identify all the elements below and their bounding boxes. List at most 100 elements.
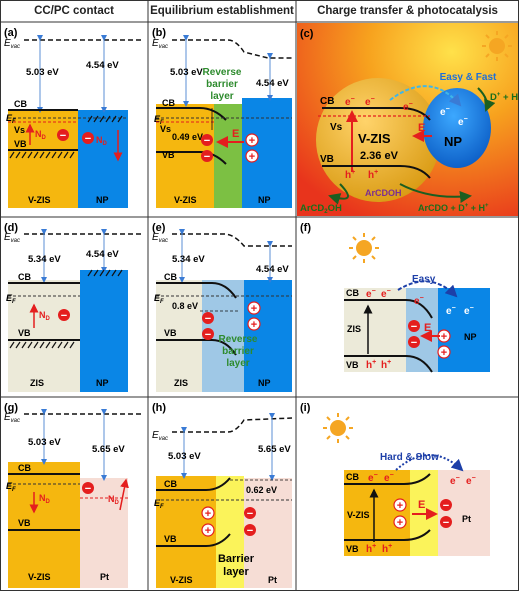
- svg-text:NP: NP: [96, 378, 109, 388]
- panel-a-wf-left: 5.03 eV: [26, 67, 59, 78]
- svg-text:−: −: [247, 508, 253, 520]
- svg-text:+: +: [397, 517, 403, 529]
- svg-text:layer: layer: [223, 566, 249, 578]
- svg-text:Pt: Pt: [100, 572, 109, 582]
- svg-text:ZIS: ZIS: [174, 378, 188, 388]
- svg-text:VB: VB: [346, 544, 359, 554]
- svg-text:layer: layer: [210, 91, 233, 102]
- svg-text:D+ + H: D+ + H: [490, 92, 518, 103]
- svg-text:5.03 eV: 5.03 eV: [168, 451, 201, 462]
- svg-text:e−: e−: [345, 96, 355, 108]
- svg-text:(g): (g): [4, 402, 18, 414]
- svg-text:Evac: Evac: [152, 38, 168, 50]
- svg-text:e−: e−: [464, 305, 474, 317]
- panel-a: (a) Evac 5.03 eV 4.54 eV CB EF Vs VB ND …: [4, 27, 144, 208]
- svg-text:NP: NP: [96, 195, 109, 205]
- svg-text:V-ZIS: V-ZIS: [170, 575, 193, 585]
- svg-text:5.34 eV: 5.34 eV: [172, 254, 205, 265]
- svg-text:Evac: Evac: [152, 430, 168, 442]
- svg-text:+: +: [397, 500, 403, 512]
- svg-text:e−: e−: [446, 305, 456, 317]
- svg-text:V-ZIS: V-ZIS: [28, 195, 51, 205]
- svg-text:e−: e−: [381, 288, 391, 300]
- panel-h: (h) Evac 5.03 eV 5.65 eV CB EF 0.62 eV V…: [152, 402, 293, 588]
- svg-text:Easy & Fast: Easy & Fast: [440, 72, 497, 83]
- svg-text:−: −: [204, 135, 210, 147]
- svg-text:h+: h+: [366, 359, 376, 371]
- svg-text:h+: h+: [382, 543, 392, 555]
- svg-text:CB: CB: [162, 98, 175, 108]
- svg-text:ND: ND: [35, 129, 47, 141]
- svg-text:Vs: Vs: [14, 125, 25, 135]
- header-col1: CC/PC contact: [34, 5, 114, 17]
- svg-text:VB: VB: [320, 154, 334, 165]
- panel-f: (f) Easy CB e− e− e− e− e− ZIS VB h+ h+ …: [300, 222, 490, 373]
- svg-text:2.36 eV: 2.36 eV: [360, 150, 399, 162]
- svg-text:−: −: [443, 517, 449, 529]
- svg-text:h+: h+: [381, 359, 391, 371]
- svg-text:VB: VB: [18, 518, 31, 528]
- svg-text:ZIS: ZIS: [30, 378, 44, 388]
- svg-text:V-ZIS: V-ZIS: [28, 572, 51, 582]
- panel-a-wf-right: 4.54 eV: [86, 60, 119, 71]
- svg-text:e−: e−: [440, 106, 450, 118]
- svg-text:4.54 eV: 4.54 eV: [86, 249, 119, 260]
- svg-text:−: −: [411, 337, 417, 349]
- svg-text:NP: NP: [464, 332, 477, 342]
- svg-text:V-ZIS: V-ZIS: [174, 195, 197, 205]
- svg-text:ArCDO + D+ + H+: ArCDO + D+ + H+: [418, 203, 489, 213]
- svg-text:4.54 eV: 4.54 eV: [256, 78, 289, 89]
- svg-text:+: +: [205, 525, 211, 537]
- svg-text:(e): (e): [152, 222, 166, 234]
- svg-text:e−: e−: [414, 295, 424, 307]
- svg-text:E: E: [424, 322, 431, 334]
- svg-text:EF: EF: [6, 481, 16, 493]
- svg-text:ND: ND: [108, 494, 120, 506]
- svg-text:e−: e−: [368, 472, 378, 484]
- svg-text:NP: NP: [258, 195, 271, 205]
- svg-text:−: −: [61, 310, 67, 322]
- svg-text:VB: VB: [18, 328, 31, 338]
- panel-i: (i) Hard & Slow CB e− e− e− e− V-ZIS VB …: [300, 402, 490, 556]
- svg-text:ZIS: ZIS: [347, 324, 361, 334]
- svg-text:5.65 eV: 5.65 eV: [92, 444, 125, 455]
- svg-text:+: +: [205, 508, 211, 520]
- svg-text:Evac: Evac: [4, 232, 20, 244]
- svg-text:V-ZIS: V-ZIS: [358, 131, 391, 146]
- svg-text:CB: CB: [164, 272, 177, 282]
- svg-text:+: +: [249, 135, 255, 147]
- svg-text:Evac: Evac: [152, 232, 168, 244]
- svg-text:ArCDOH: ArCDOH: [365, 188, 402, 198]
- svg-text:4.54 eV: 4.54 eV: [256, 264, 289, 275]
- svg-text:Barrier: Barrier: [218, 553, 255, 565]
- svg-text:−: −: [247, 525, 253, 537]
- svg-text:5.03 eV: 5.03 eV: [170, 67, 203, 78]
- svg-text:e−: e−: [403, 101, 413, 113]
- svg-text:Hard & Slow: Hard & Slow: [380, 452, 439, 463]
- svg-text:CB: CB: [164, 479, 177, 489]
- svg-text:h+: h+: [345, 169, 355, 181]
- svg-text:(i): (i): [300, 402, 311, 414]
- svg-text:h+: h+: [368, 169, 378, 181]
- svg-text:EF: EF: [6, 293, 16, 305]
- svg-text:ND: ND: [96, 135, 108, 147]
- panel-c: (c) Easy & Fast CB Vs e− e− e− e− e− V-Z…: [297, 23, 518, 216]
- svg-text:−: −: [85, 483, 91, 495]
- svg-text:EF: EF: [154, 114, 164, 126]
- svg-text:VB: VB: [14, 139, 27, 149]
- panel-e: (e) Evac 5.34 eV 4.54 eV CB EF 0.8 eV VB…: [152, 222, 292, 392]
- svg-text:0.8 eV: 0.8 eV: [172, 301, 198, 311]
- svg-text:ND: ND: [39, 493, 51, 505]
- svg-text:CB: CB: [346, 472, 359, 482]
- panel-g: (g) Evac 5.03 eV 5.65 eV CB EF VB ND − N…: [4, 402, 144, 588]
- svg-text:(b): (b): [152, 27, 166, 39]
- svg-text:0.62 eV: 0.62 eV: [246, 485, 277, 495]
- svg-text:VB: VB: [162, 150, 175, 160]
- svg-text:−: −: [60, 130, 66, 142]
- svg-text:(f): (f): [300, 222, 311, 234]
- panel-d: (d) Evac 5.34 eV 4.54 eV CB EF VB ND − Z…: [4, 222, 144, 392]
- svg-text:h+: h+: [366, 543, 376, 555]
- svg-text:+: +: [441, 331, 447, 343]
- svg-text:Pt: Pt: [462, 514, 471, 524]
